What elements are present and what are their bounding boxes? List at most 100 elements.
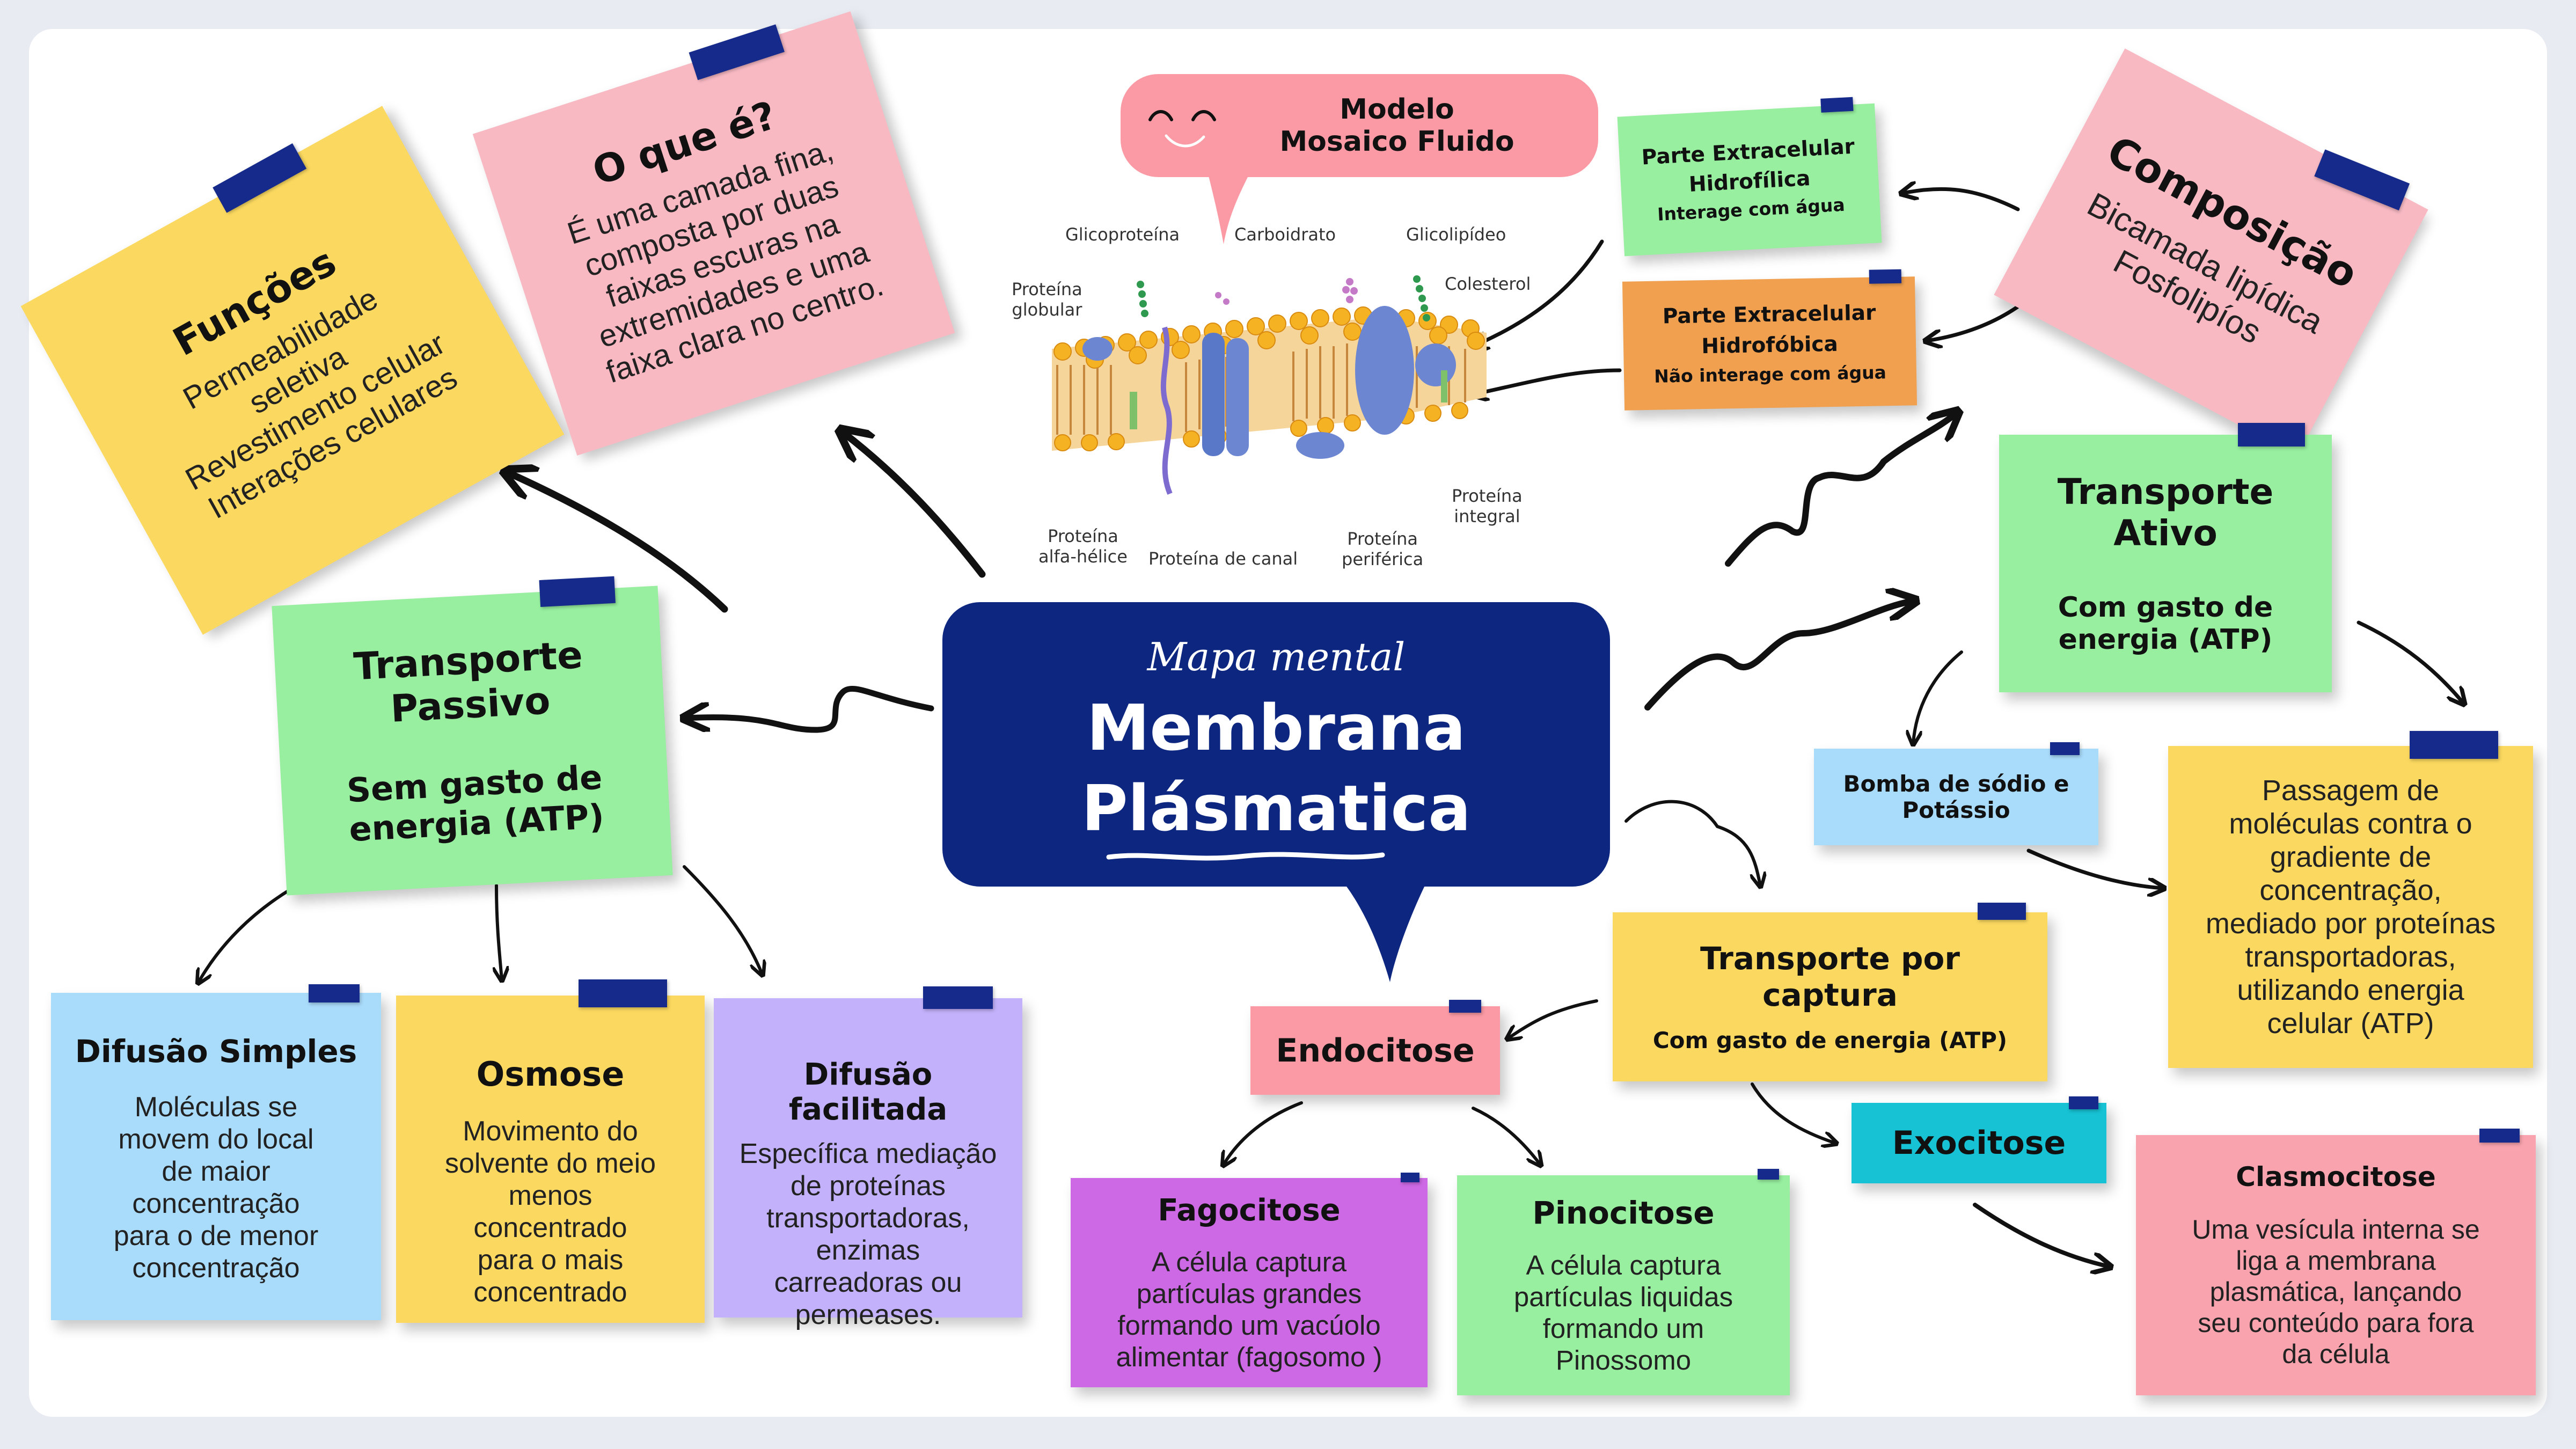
clasmocitose-line: da célula xyxy=(2282,1338,2390,1369)
label-glicoproteina: Glicoproteína xyxy=(1065,224,1180,245)
bomba-line2: Potássio xyxy=(1902,797,2010,823)
difusao-simples-line: Moléculas se xyxy=(134,1092,298,1123)
hidrofilica-line2: Hidrofílica xyxy=(1688,166,1811,197)
clasmocitose-title: Clasmocitose xyxy=(2236,1161,2436,1192)
tape xyxy=(1978,903,2026,920)
captura-sub: Com gasto de energia (ATP) xyxy=(1652,1027,2008,1053)
difusao-simples-line: para o de menor xyxy=(113,1220,319,1252)
osmose-line: concentrado xyxy=(473,1277,627,1308)
modelo-bubble: Modelo Mosaico Fluido xyxy=(1121,74,1598,177)
ativo-sub-line2: energia (ATP) xyxy=(2058,624,2273,656)
fagocitose-title: Fagocitose xyxy=(1158,1192,1341,1228)
membrane-diagram xyxy=(1052,275,1487,495)
pinocitose-line: A célula captura xyxy=(1526,1250,1721,1280)
ativo-title-line2: Ativo xyxy=(2113,513,2218,554)
bubble-tail xyxy=(1208,172,1250,244)
hidrofobica-line1: Parte Extracelular xyxy=(1662,301,1876,328)
glycolipid-chain xyxy=(1215,278,1358,305)
label-carboidrato: Carboidrato xyxy=(1234,224,1336,245)
note-pinocitose: Pinocitose A célula captura partículas l… xyxy=(1457,1169,1790,1395)
central-underline xyxy=(1106,852,1385,861)
hidrofobica-line2: Hidrofóbica xyxy=(1701,332,1839,358)
passagem-line: Passagem de xyxy=(2262,774,2440,807)
facilitada-line: permeases. xyxy=(795,1299,941,1330)
fagocitose-line: formando um vacúolo xyxy=(1117,1309,1381,1341)
note-passagem: Passagem de moléculas contra o gradiente… xyxy=(2168,731,2533,1068)
note-fagocitose: Fagocitose A célula captura partículas g… xyxy=(1071,1173,1428,1387)
tape xyxy=(579,979,667,1007)
passivo-title-line2: Passivo xyxy=(389,678,552,731)
central-pointer xyxy=(1342,880,1428,982)
ativo-title-line1: Transporte xyxy=(2057,471,2274,513)
tape xyxy=(1758,1169,1779,1180)
facilitada-line: carreadoras ou xyxy=(774,1267,962,1298)
osmose-line: concentrado xyxy=(473,1212,627,1243)
tape xyxy=(539,576,616,608)
facilitada-title-line1: Difusão xyxy=(803,1057,933,1092)
hidrofobica-line3: Não interage com água xyxy=(1653,361,1887,387)
osmose-line: Movimento do xyxy=(463,1116,638,1147)
passagem-line: gradiente de xyxy=(2270,841,2432,873)
clasmocitose-line: seu conteúdo para fora xyxy=(2198,1307,2474,1338)
difusao-simples-line: movem do local xyxy=(118,1124,314,1155)
facilitada-line: Específica mediação xyxy=(739,1138,997,1169)
pinocitose-title: Pinocitose xyxy=(1532,1195,1715,1231)
endocitose-title: Endocitose xyxy=(1276,1031,1475,1070)
facilitada-line: transportadoras, xyxy=(766,1203,970,1234)
captura-title-line2: captura xyxy=(1762,977,1898,1013)
tape xyxy=(1401,1173,1419,1182)
difusao-simples-line: concentração xyxy=(132,1188,300,1219)
central-title-line1: Membrana xyxy=(1086,691,1466,765)
osmose-line: para o mais xyxy=(477,1245,624,1276)
clasmocitose-line: liga a membrana xyxy=(2236,1245,2436,1276)
osmose-title: Osmose xyxy=(476,1055,625,1094)
difusao-simples-title: Difusão Simples xyxy=(75,1033,357,1070)
tape xyxy=(309,984,360,1002)
tape xyxy=(2238,423,2305,447)
note-hidrofobica: Parte Extracelular Hidrofóbica Não inter… xyxy=(1622,269,1918,411)
note-transporte-captura: Transporte por captura Com gasto de ener… xyxy=(1613,903,2047,1081)
carbohydrate-chains xyxy=(1137,275,1430,321)
note-clasmocitose: Clasmocitose Uma vesícula interna se lig… xyxy=(2136,1129,2536,1395)
passagem-line: concentração, xyxy=(2259,874,2442,906)
passagem-line: celular (ATP) xyxy=(2267,1007,2434,1040)
note-exocitose: Exocitose xyxy=(1851,1096,2106,1183)
passagem-line: mediado por proteínas xyxy=(2205,908,2496,940)
hidrofilica-line1: Parte Extracelular xyxy=(1641,134,1855,170)
fagocitose-line: alimentar (fagosomo ) xyxy=(1116,1341,1382,1372)
clasmocitose-line: plasmática, lançando xyxy=(2209,1276,2462,1307)
modelo-title-line2: Mosaico Fluido xyxy=(1279,126,1514,158)
facilitada-title-line2: facilitada xyxy=(788,1092,948,1127)
label-glicolipidio: Glicolipídeo xyxy=(1406,224,1506,245)
pinocitose-line: formando um xyxy=(1542,1313,1704,1344)
label-proteina-canal: Proteína de canal xyxy=(1148,548,1298,569)
tape xyxy=(2050,742,2080,755)
ativo-sub-line1: Com gasto de xyxy=(2058,591,2273,624)
difusao-simples-line: de maior xyxy=(162,1156,270,1187)
passagem-line: transportadoras, xyxy=(2245,941,2456,973)
note-difusao-simples: Difusão Simples Moléculas se movem do lo… xyxy=(51,984,381,1320)
note-endocitose: Endocitose xyxy=(1250,1000,1500,1095)
tape xyxy=(2479,1129,2520,1143)
modelo-title-line1: Modelo xyxy=(1340,93,1454,126)
difusao-simples-line: concentração xyxy=(132,1253,300,1284)
osmose-line: menos xyxy=(508,1180,592,1211)
central-topic: Mapa mental Membrana Plásmatica xyxy=(942,602,1610,887)
bomba-line1: Bomba de sódio e xyxy=(1843,771,2069,797)
tape xyxy=(1869,269,1902,284)
fagocitose-line: partículas grandes xyxy=(1136,1278,1362,1309)
facilitada-line: enzimas xyxy=(816,1235,920,1266)
note-osmose: Osmose Movimento do solvente do meio men… xyxy=(396,979,705,1323)
pinocitose-line: partículas liquidas xyxy=(1513,1282,1733,1312)
tape xyxy=(923,986,993,1009)
note-difusao-facilitada: Difusão facilitada Específica mediação d… xyxy=(714,986,1022,1330)
tape xyxy=(2410,731,2498,759)
tape xyxy=(2069,1096,2098,1109)
captura-title-line1: Transporte por xyxy=(1700,940,1960,977)
passagem-line: moléculas contra o xyxy=(2229,808,2472,840)
note-transporte-passivo: Transporte Passivo Sem gasto de energia … xyxy=(272,576,673,896)
osmose-line: solvente do meio xyxy=(444,1148,656,1179)
